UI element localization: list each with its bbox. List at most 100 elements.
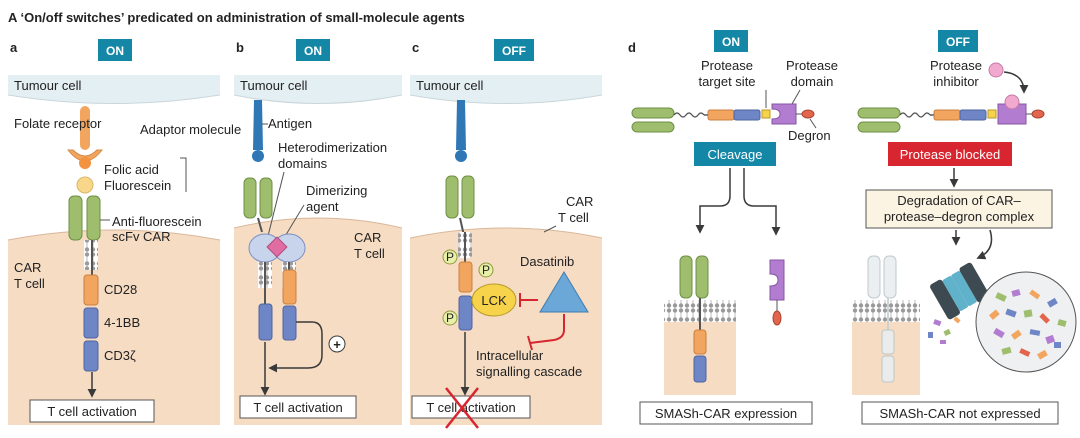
degraded-fragments	[989, 289, 1067, 360]
cd3z-domain-b	[258, 303, 273, 341]
protease-blocked-box	[888, 142, 1012, 166]
scfv-domain-right	[86, 195, 101, 241]
antigen-label-b: Antigen	[268, 116, 312, 131]
blocked-cross-2	[445, 387, 479, 429]
degradation-label-2: protease–degron complex	[884, 209, 1035, 224]
scfv-car-label: scFv CAR	[112, 229, 171, 244]
figure-title: A ‘On/off switches’ predicated on admini…	[8, 10, 465, 25]
panel-b-on-badge-label: ON	[304, 44, 322, 58]
cd28-label: CD28	[104, 282, 137, 297]
panel-b-on-badge	[296, 39, 330, 61]
target-site-label-1: Protease	[701, 58, 753, 73]
degradation-box	[865, 189, 1053, 229]
fluorescein-label: Fluorescein	[104, 178, 171, 193]
scfv-d-on-left	[679, 255, 693, 299]
panel-a-car-label: CAR	[14, 260, 41, 275]
cd3z-domain-c	[458, 295, 473, 331]
phospho-1	[442, 249, 458, 265]
lck-kinase	[471, 283, 517, 317]
scfv-domain-left	[68, 195, 83, 241]
lck-label: LCK	[481, 293, 507, 308]
phospho-2-label: P	[482, 263, 490, 277]
heterodimerization-label-1: Heterodimerization	[278, 140, 387, 155]
protease-domain-label-1: Protease	[786, 58, 838, 73]
protease-inhibitor-ball	[988, 62, 1004, 78]
panel-d-letter: d	[628, 40, 636, 55]
panel-d-off-badge	[938, 30, 978, 52]
phospho-3	[442, 310, 458, 326]
panel-b-tumour-label: Tumour cell	[240, 78, 308, 93]
41bb-label: 4-1BB	[104, 315, 140, 330]
panel-a-on-badge-label: ON	[106, 44, 124, 58]
scfv-b-left	[243, 177, 257, 219]
dimerizing-agent-diamond	[266, 236, 288, 258]
panel-b-activation-box	[239, 395, 357, 419]
panel-c-tcell-label: T cell	[558, 210, 589, 225]
proteasome	[930, 262, 990, 320]
panel-b-tcell-label: T cell	[354, 246, 385, 261]
target-site-label-2: target site	[698, 74, 755, 89]
dasatinib-label: Dasatinib	[520, 254, 574, 269]
panel-b-activation-label: T cell activation	[253, 400, 342, 415]
panel-c-off-badge-label: OFF	[502, 44, 526, 58]
peptide-fragments-left	[928, 316, 961, 344]
protease-blocked-label: Protease blocked	[900, 147, 1000, 162]
panel-a-letter: a	[10, 40, 18, 55]
panel-d-on-badge	[714, 30, 748, 52]
protease-inhibitor-label-2: inhibitor	[933, 74, 979, 89]
cleavage-label: Cleavage	[708, 147, 763, 162]
panel-b-car-label: CAR	[354, 230, 381, 245]
panel-c-car-label: CAR	[566, 194, 593, 209]
scfv-c-left	[445, 175, 459, 219]
panel-a-tumour-cell	[8, 75, 220, 104]
dasatinib-triangle	[539, 271, 589, 313]
antigen-b	[253, 100, 263, 150]
phospho-3-label: P	[446, 311, 454, 325]
cleaved-protease-degron	[769, 259, 785, 326]
smash-car-not-expressed-box	[861, 401, 1059, 425]
panel-c-tcell	[410, 228, 602, 425]
cascade-label-2: signalling cascade	[476, 364, 582, 379]
smash-car-not-expressed-label: SMASh-CAR not expressed	[879, 406, 1040, 421]
cd28-domain	[83, 274, 99, 306]
folate-receptor-cup	[66, 149, 104, 162]
panel-a-activation-label: T cell activation	[47, 404, 136, 419]
cd28-d-on	[693, 329, 707, 355]
phospho-2	[478, 262, 494, 278]
protease-inhibitor-label-1: Protease	[930, 58, 982, 73]
cd3z-label: CD3ζ	[104, 348, 136, 363]
scfv-b-right	[259, 177, 273, 219]
panel-b-tcell	[234, 218, 402, 425]
panel-c-letter: c	[412, 40, 419, 55]
cd28-domain-c	[458, 261, 473, 293]
anti-fluorescein-label: Anti-fluorescein	[112, 214, 202, 229]
panel-c: c OFF Tumour cell CAR T cell P P P LCK	[410, 39, 602, 429]
smash-car-expression-label: SMASh-CAR expression	[655, 406, 797, 421]
panel-d-on-badge-label: ON	[722, 35, 740, 49]
folate-receptor-stem	[80, 106, 90, 150]
panel-b-letter: b	[236, 40, 244, 55]
panel-a-tumour-label: Tumour cell	[14, 78, 82, 93]
panel-d-off-membrane	[852, 300, 920, 322]
smash-car-construct-on	[631, 103, 815, 133]
cleavage-box	[694, 142, 776, 166]
scfv-d-on-right	[695, 255, 709, 299]
41bb-domain-b	[282, 305, 297, 341]
scfv-c-right	[461, 175, 475, 219]
smash-car-expression-box	[639, 401, 813, 425]
panel-d-off-badge-label: OFF	[946, 35, 970, 49]
41bb-domain	[83, 307, 99, 339]
dimerizing-agent-label-1: Dimerizing	[306, 183, 367, 198]
panel-a-on-badge	[98, 39, 132, 61]
panel-c-activation-label: T cell activation	[426, 400, 515, 415]
degron-label: Degron	[788, 128, 831, 143]
fluorescein-ball	[76, 176, 94, 194]
panel-a-tcell-label: T cell	[14, 276, 45, 291]
folate-receptor-label: Folate receptor	[14, 116, 102, 131]
dimerizing-agent-label-2: agent	[306, 199, 339, 214]
cd3z-d-on	[693, 355, 707, 383]
degradation-label-1: Degradation of CAR–	[897, 193, 1021, 208]
panel-a: a ON Tumour cell Folate receptor Adaptor…	[8, 39, 241, 425]
folic-acid-ball	[79, 157, 91, 169]
